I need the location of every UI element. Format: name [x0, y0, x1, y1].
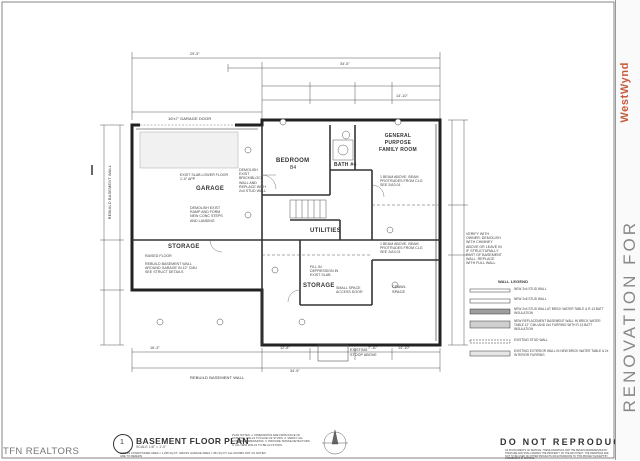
room-number-bedroom: B4	[290, 165, 297, 171]
note-disclaimer: AS INSTRUMENTS OF SERVICE, THESE DRAWING…	[505, 449, 609, 461]
bath-fixtures	[332, 130, 354, 161]
stair	[289, 199, 327, 219]
room-label-storage-left: STORAGE	[168, 244, 200, 250]
room-label-storage-center: STORAGE	[303, 283, 335, 289]
note-demolish-wall: DEMOLISH EXIST BRICK/BLOCK WALL AND REPL…	[239, 168, 267, 194]
room-label-bedroom: BEDROOM	[276, 158, 310, 164]
room-label-general-purpose: GENERAL PURPOSE FAMILY ROOM	[378, 133, 418, 153]
note-fill-depression: FILL IN DEPRESSION IN EXIST SLAB	[310, 265, 339, 278]
dimension-mid-a: 12'-6"	[280, 346, 290, 350]
wall-legend-title: WALL LEGEND	[498, 279, 529, 284]
note-beam-above-1: 1 BEAM ABOVE. BEAM PROTRUDES FROM CLG SE…	[380, 175, 423, 188]
plan-callout-number: 1	[120, 439, 124, 446]
exterior-walls	[130, 118, 442, 347]
stoop	[317, 344, 349, 362]
realtor-watermark: TFN REALTORS	[3, 446, 80, 457]
wall-legend-item: NEW 2x4 STUD WALL AT BRICK WATER TABLE &…	[514, 307, 604, 315]
garage-door	[140, 123, 235, 127]
beams	[262, 204, 440, 256]
left-dimension-lines	[100, 124, 124, 346]
note-chimney: VERIFY WITH OWNER: DEMOLISH WITH CHIMNEY…	[466, 232, 502, 266]
wall-legend-item: NEW 2x6 STUD WALL	[514, 297, 547, 301]
wall-legend-item: NEW REPLACEMENT BASEMENT WALL IN BRICK W…	[514, 319, 601, 331]
note-plan-notes: PLAN NOTES: 1. DIMENSIONS ARE FROM FACE …	[232, 433, 311, 447]
dimension-right-b: 14'-10"	[396, 94, 408, 98]
top-dimension-lines	[131, 52, 441, 120]
note-demolish-stairs: DEMOLISH EXIST RAMP AND FORM NEW CONC ST…	[190, 206, 223, 223]
title-block	[615, 0, 640, 460]
rebuild-wall-bottom-label: REBUILD BASEMENT WALL	[190, 375, 245, 380]
wall-legend-swatches	[469, 288, 511, 357]
room-label-utilities: UTILITIES	[310, 228, 342, 234]
note-beam-above-2: 1 BEAM ABOVE. BEAM PROTRUDES FROM CLG SE…	[380, 242, 423, 255]
sheet-border	[1, 1, 615, 459]
dimension-overall-right: 34'-5"	[340, 62, 350, 66]
plan-callout-circle	[113, 434, 133, 454]
plan-scale: SCALE 1/8" = 1'-0"	[136, 445, 167, 449]
room-label-garage: GARAGE	[196, 186, 225, 192]
dimension-overall-top: 29'-5"	[190, 52, 200, 56]
note-area: GROSS CONDITIONED AREA = 1,235 SQ FT; GR…	[120, 451, 266, 459]
dimension-right-a: 14'-10"	[398, 346, 410, 350]
right-dimension-lines	[448, 119, 468, 346]
garage-door-label: 16'x7' GARAGE DOOR	[168, 116, 212, 121]
wall-legend-item: EXISTING EXTERIOR WALL IN NEW BRICK WATE…	[514, 349, 609, 357]
note-storage-left: RAISED FLOOR	[145, 254, 172, 258]
keynote-tags	[156, 118, 402, 326]
existing-stoop-label: EXISTING STOOP ABOVE	[350, 348, 377, 357]
note-crawl-access: SMALL SPACE ACCESS DOOR	[336, 286, 363, 295]
note-garage-slab: EXIST SLAB LOWER FLOOR 1'-0" APP	[180, 173, 229, 182]
garage-slab-area	[139, 131, 239, 169]
room-label-bath: BATH #4	[334, 162, 357, 168]
wall-legend-item: EXISTING STUD WALL	[514, 338, 548, 342]
bottom-dimension-lines	[131, 348, 441, 372]
dimension-total-bottom: 34'-5"	[290, 369, 300, 373]
title-block-project-title: RENOVATION FOR	[620, 220, 639, 413]
crawl-space-label: CRAWL SPACE	[392, 285, 406, 294]
note-storage-left-2: REBUILD BASEMENT WALL AROUND GARAGE IN 1…	[145, 262, 197, 275]
wall-legend-item: NEW 2x4 STUD WALL	[514, 287, 547, 291]
do-not-reproduce-label: DO NOT REPRODUCE	[500, 437, 631, 447]
rebuild-wall-left-label: REBUILD BASEMENT WALL	[107, 165, 112, 220]
interior-walls	[132, 125, 440, 345]
north-arrow-icon	[322, 429, 348, 455]
plan-title: BASEMENT FLOOR PLAN	[136, 436, 249, 446]
door-swings	[209, 174, 385, 303]
dimension-left-a: 16'-3"	[150, 346, 160, 350]
dimension-mid-b: 7'-11"	[368, 346, 378, 350]
firm-logo-text: WestWynd	[619, 62, 631, 123]
